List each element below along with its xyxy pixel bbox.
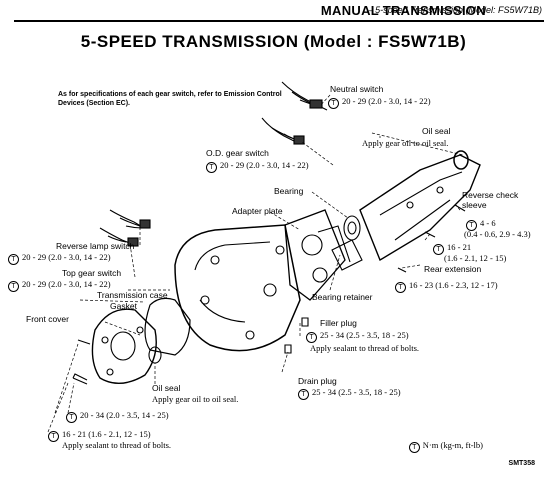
torque-icon: T [66,412,77,423]
header-subtitle: – 5-speed Transmission (Model: FS5W71B) [368,5,542,15]
torque-icon: T [433,244,444,255]
torque-icon: T [306,332,317,343]
gasket-part [144,297,191,356]
label-reverse-check-sleeve-1: Reverse check [462,190,519,200]
torque-icon: T [466,220,477,231]
torque-icon: T [408,442,420,453]
front-cover-torque-value: 20 - 34 (2.0 - 3.5, 14 - 25) [80,410,169,420]
rear-ext-torque-units: (1.6 - 2.1, 12 - 15) [444,253,507,263]
od-gear-switch-torque-value: 20 - 29 (2.0 - 3.0, 14 - 22) [220,160,309,170]
spec-note: As for specifications of each gear switc… [58,91,282,107]
top-gear-switch-torque-value: 20 - 29 (2.0 - 3.0, 14 - 22) [22,279,111,289]
header-section-title: MANUAL TRANSMISSION [320,3,486,18]
rear-ext-bolt-torque-value: 16 - 23 (1.6 - 2.3, 12 - 17) [409,280,498,290]
label-oil-seal-front: Oil seal [152,383,181,393]
label-drain-plug: Drain plug [298,376,337,386]
label-reverse-check-sleeve-2: sleeve [462,200,487,210]
torque-icon: T [328,98,339,109]
label-rear-extension: Rear extension [424,264,482,274]
bearing-part [343,215,361,241]
label-adapter-plate: Adapter plate [232,206,283,216]
torque-icon: T [395,282,406,293]
torque-icon: T [298,389,309,400]
label-bearing-retainer: Bearing retainer [312,292,373,302]
rear-extension-part [359,154,481,262]
label-bearing: Bearing [274,186,304,196]
label-transmission-case: Transmission case [97,290,168,300]
label-neutral-switch: Neutral switch [330,84,384,94]
reverse-check-torque-value: 4 - 6 [480,218,496,228]
filler-plug-torque-value: 25 - 34 (2.5 - 3.5, 18 - 25) [320,330,409,340]
reverse-lamp-switch-part [109,209,151,229]
label-filler-plug: Filler plug [320,318,357,328]
page-header: MANUAL TRANSMISSION – 5-speed Transmissi… [14,0,544,22]
transmission-case-part [174,224,301,352]
oil-seal-top-note: Apply gear oil to oil seal. [362,138,449,148]
neutral-switch-part [281,81,328,111]
front-cover-bolt-note: Apply sealant to thread of bolts. [62,440,172,450]
front-cover-bolt-part [72,373,88,385]
label-gasket: Gasket [110,301,137,311]
od-gear-switch-part [261,117,305,145]
page-title: 5-SPEED TRANSMISSION (Model : FS5W71B) [80,32,467,51]
torque-icon: T [8,254,19,265]
torque-icon: T [206,162,217,173]
torque-icon: T [48,431,59,442]
front-cover-bolt2-part [77,339,91,345]
label-top-gear-switch: Top gear switch [62,268,122,278]
front-cover-bolt-torque-value: 16 - 21 (1.6 - 2.1, 12 - 15) [62,429,151,439]
drain-plug-torque-value: 25 - 34 (2.5 - 3.5, 18 - 25) [312,387,401,397]
label-od-gear-switch: O.D. gear switch [206,148,269,158]
header-model: 5-speed Transmission (Model: FS5W71B) [375,5,542,15]
rear-ext-bolt-part [397,267,407,273]
torque-legend-units: N·m (kg-m, ft-lb) [422,440,483,450]
reverse-lamp-switch-torque-value: 20 - 29 (2.0 - 3.0, 14 - 22) [22,252,111,262]
oil-seal-top-part [453,150,469,170]
header-dash: – [367,5,373,15]
adapter-plate-part [284,209,351,301]
oil-seal-front-note: Apply gear oil to oil seal. [152,394,239,404]
bearing-retainer-part [331,239,363,271]
neutral-switch-torque-value: 20 - 29 (2.0 - 3.0, 14 - 22) [342,96,431,106]
label-oil-seal-top: Oil seal [422,126,451,136]
drain-plug-part [284,344,292,354]
filler-plug-note: Apply sealant to thread of bolts. [310,343,420,353]
label-front-cover: Front cover [26,314,69,324]
label-reverse-lamp-switch: Reverse lamp switch [56,241,135,251]
torque-icon: T [8,281,19,292]
filler-plug-part [301,317,309,327]
figure-code: SMT358 [508,460,535,467]
top-gear-switch-part [99,227,139,247]
reverse-check-torque-units: (0.4 - 0.6, 2.9 - 4.3) [464,229,531,239]
rear-ext-torque-value: 16 - 21 [447,242,472,252]
front-cover-part [91,308,157,384]
